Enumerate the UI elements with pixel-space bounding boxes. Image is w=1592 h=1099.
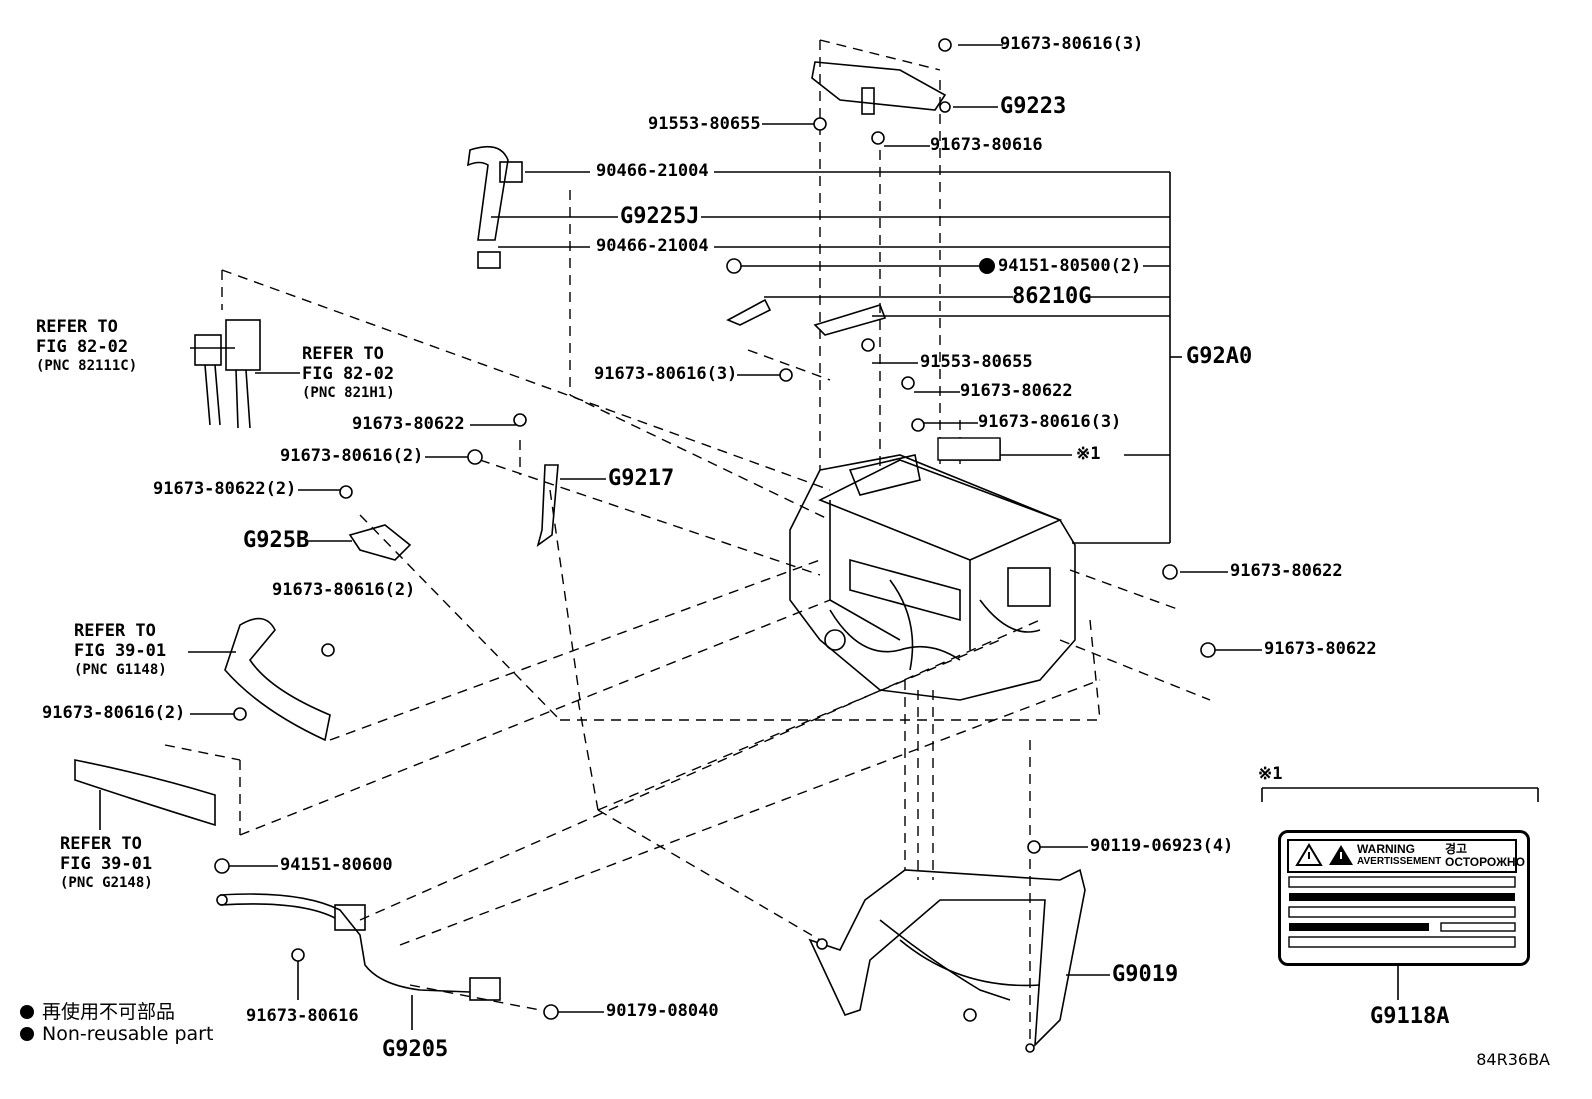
bracket-86210g bbox=[726, 298, 887, 336]
part-label-g9223: G9223 bbox=[1000, 94, 1067, 119]
refer-fig: FIG 39-01 bbox=[74, 641, 167, 662]
hose-39-01-lower bbox=[74, 759, 216, 827]
part-label-g925b: G925B bbox=[243, 528, 310, 553]
part-label: 91673-80616 bbox=[930, 135, 1043, 155]
refer-pnc: (PNC G1148) bbox=[74, 661, 167, 678]
part-label: 91673-80616(3) bbox=[594, 364, 738, 384]
part-label: 90466-21004 bbox=[596, 161, 709, 181]
assembly-lines bbox=[164, 39, 1211, 1040]
warning-label-body-lines bbox=[1288, 876, 1516, 948]
refer-line: REFER TO bbox=[302, 344, 384, 364]
label-location-marker bbox=[937, 437, 1001, 461]
warning-triangle-icon bbox=[1295, 843, 1353, 866]
part-label: 91673-80622(2) bbox=[153, 479, 297, 499]
connectors-82-02 bbox=[194, 319, 261, 429]
refer-to-g1148[interactable]: REFER TO FIG 39-01 (PNC G1148) bbox=[74, 621, 167, 679]
legend-text: 再使用不可部品 bbox=[42, 1001, 176, 1023]
part-label-86210g: 86210G bbox=[1012, 284, 1092, 309]
part-label: 91673-80616(2) bbox=[272, 580, 416, 600]
part-label: 90466-21004 bbox=[596, 236, 709, 256]
part-label: 91673-80622 bbox=[960, 381, 1073, 401]
part-label: 91673-80616 bbox=[246, 1006, 359, 1026]
part-label: 91673-80616(3) bbox=[1000, 34, 1144, 54]
hose-g9225j bbox=[467, 145, 523, 269]
part-label: 90119-06923(4) bbox=[1090, 836, 1234, 856]
inverter-assembly bbox=[789, 439, 1076, 701]
cable-g9205 bbox=[216, 893, 501, 1001]
bullet-icon bbox=[20, 1005, 34, 1019]
part-label: 91553-80655 bbox=[920, 352, 1033, 372]
note-mark: ※1 bbox=[1076, 444, 1101, 464]
refer-fig: FIG 82-02 bbox=[302, 364, 395, 385]
hose-39-01-upper bbox=[224, 617, 331, 742]
cover-g9223 bbox=[811, 61, 947, 115]
part-label: 91553-80655 bbox=[648, 114, 761, 134]
part-label: 94151-80600 bbox=[280, 855, 393, 875]
non-reusable-marker bbox=[979, 258, 995, 274]
part-label-g92a0: G92A0 bbox=[1186, 344, 1253, 369]
part-label: 94151-80500(2) bbox=[998, 256, 1142, 276]
warning-text: WARNING bbox=[1357, 842, 1415, 856]
part-label: 91673-80616(3) bbox=[978, 412, 1122, 432]
bullet-icon bbox=[20, 1027, 34, 1041]
fasteners bbox=[214, 38, 1216, 1053]
korean-warning-text: 경고 bbox=[1445, 842, 1468, 856]
part-label-g9205: G9205 bbox=[382, 1037, 449, 1062]
legend-english: Non-reusable part bbox=[20, 1023, 213, 1045]
part-label: 91673-80616(2) bbox=[280, 446, 424, 466]
refer-pnc: (PNC 82111C) bbox=[36, 357, 138, 374]
bracket-g9217 bbox=[536, 464, 559, 547]
refer-line: REFER TO bbox=[60, 834, 142, 854]
avertissement-text: AVERTISSEMENT bbox=[1357, 856, 1442, 867]
part-label: 91673-80616(2) bbox=[42, 703, 186, 723]
refer-fig: FIG 39-01 bbox=[60, 854, 153, 875]
bracket-g925b bbox=[348, 524, 412, 561]
warning-label: WARNING AVERTISSEMENT 경고 ОСТОРОЖНО bbox=[1278, 830, 1530, 966]
note-mark-box: ※1 bbox=[1258, 764, 1283, 784]
part-label: 90179-08040 bbox=[606, 1001, 719, 1021]
refer-line: REFER TO bbox=[36, 317, 118, 337]
refer-to-821h1[interactable]: REFER TO FIG 82-02 (PNC 821H1) bbox=[302, 344, 395, 402]
part-label: 91673-80622 bbox=[1230, 561, 1343, 581]
part-label-g9118a: G9118A bbox=[1370, 1004, 1450, 1029]
leader-lines bbox=[99, 44, 1539, 1030]
russian-warning-text: ОСТОРОЖНО bbox=[1445, 855, 1525, 869]
bracket-g9019 bbox=[808, 868, 1086, 1048]
part-label-g9225j: G9225J bbox=[620, 204, 700, 229]
warning-label-header: WARNING AVERTISSEMENT 경고 ОСТОРОЖНО bbox=[1287, 839, 1525, 873]
refer-to-g2148[interactable]: REFER TO FIG 39-01 (PNC G2148) bbox=[60, 834, 153, 892]
legend-text: Non-reusable part bbox=[42, 1023, 214, 1045]
refer-fig: FIG 82-02 bbox=[36, 337, 129, 358]
legend-japanese: 再使用不可部品 bbox=[20, 997, 175, 1024]
refer-to-82111c[interactable]: REFER TO FIG 82-02 (PNC 82111C) bbox=[36, 317, 137, 375]
part-label: 91673-80622 bbox=[352, 414, 465, 434]
refer-pnc: (PNC G2148) bbox=[60, 874, 153, 891]
refer-pnc: (PNC 821H1) bbox=[302, 384, 395, 401]
figure-code: 84R36BA bbox=[1476, 1050, 1550, 1069]
refer-line: REFER TO bbox=[74, 621, 156, 641]
part-label: 91673-80622 bbox=[1264, 639, 1377, 659]
part-label-g9217: G9217 bbox=[608, 466, 675, 491]
part-label-g9019: G9019 bbox=[1112, 962, 1179, 987]
